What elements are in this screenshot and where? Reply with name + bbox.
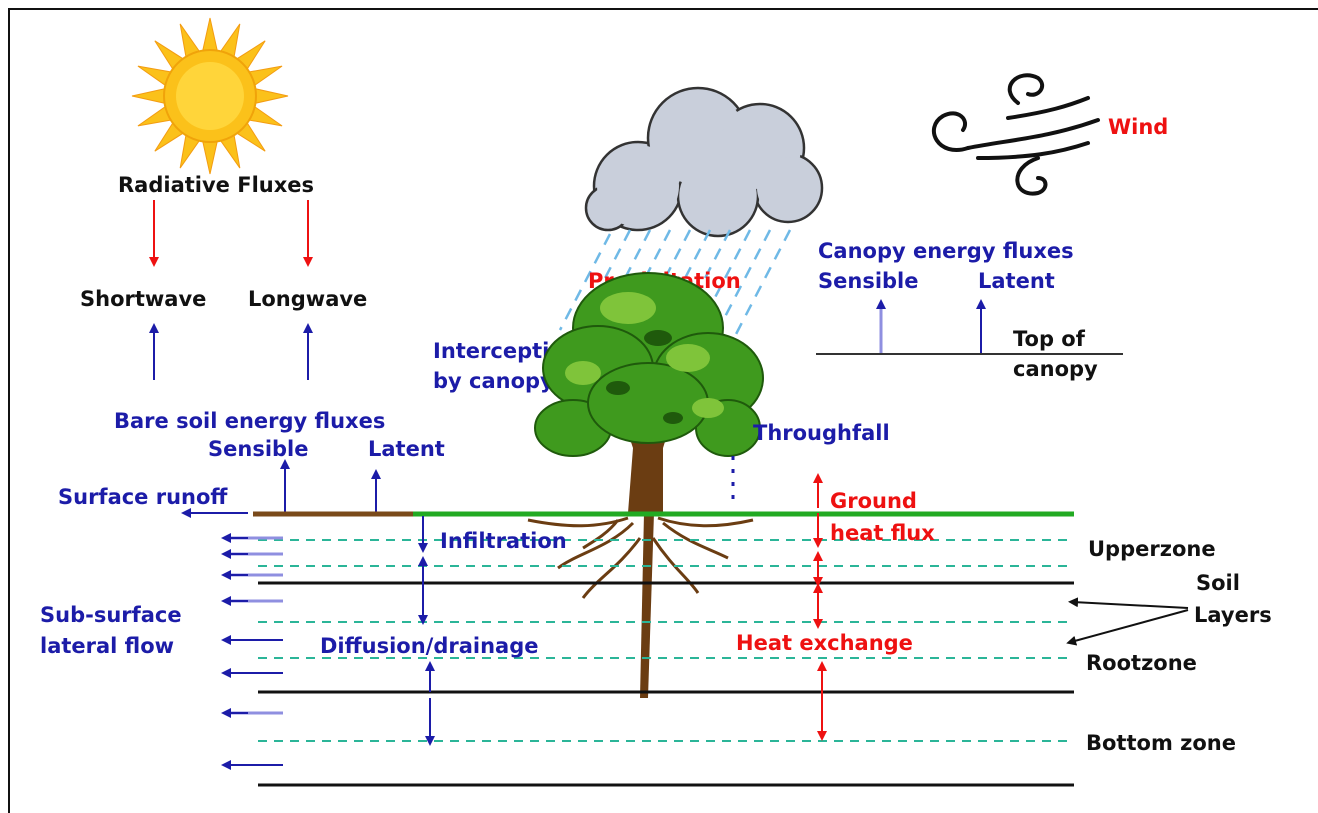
sun-icon	[131, 17, 289, 175]
top-of-label: Top of	[1013, 327, 1086, 351]
diffusion-drainage-label: Diffusion/drainage	[320, 634, 539, 658]
soil-layer-boundaries	[258, 539, 1074, 787]
diagram-frame: Radiative Fluxes Shortwave Longwave P	[8, 8, 1318, 813]
rain-icon	[558, 229, 792, 339]
bare-sensible-label: Sensible	[208, 437, 309, 461]
bare-soil-energy-fluxes-label: Bare soil energy fluxes	[114, 409, 385, 433]
layers-label: Layers	[1194, 603, 1272, 627]
canopy-sensible-label: Sensible	[818, 269, 919, 293]
heat-flux-arrows	[813, 473, 827, 741]
rootzone-label: Rootzone	[1086, 651, 1197, 675]
wind-icon	[931, 73, 1100, 196]
lateral-flow-arrows	[181, 508, 283, 770]
tree-icon	[527, 272, 764, 698]
land-surface-hydrology-diagram: Radiative Fluxes Shortwave Longwave P	[8, 8, 1318, 813]
throughfall-label: Throughfall	[753, 421, 890, 445]
interception-label-2: by canopy	[433, 369, 554, 393]
lateral-flow-label: lateral flow	[40, 634, 174, 658]
bottom-zone-label: Bottom zone	[1086, 731, 1236, 755]
heat-exchange-label: Heat exchange	[736, 631, 913, 655]
canopy-latent-label: Latent	[978, 269, 1055, 293]
heat-flux-label: heat flux	[830, 521, 935, 545]
upperzone-label: Upperzone	[1088, 537, 1216, 561]
shortwave-label: Shortwave	[80, 287, 206, 311]
longwave-label: Longwave	[248, 287, 367, 311]
infiltration-diffusion-arrows	[418, 516, 435, 746]
infiltration-label: Infiltration	[440, 529, 567, 553]
canopy-label: canopy	[1013, 357, 1098, 381]
bare-latent-label: Latent	[368, 437, 445, 461]
soil-label: Soil	[1196, 571, 1240, 595]
wind-label: Wind	[1108, 115, 1168, 139]
soil-layers-pointer-lower	[1066, 609, 1189, 646]
canopy-energy-fluxes-label: Canopy energy fluxes	[818, 239, 1074, 263]
sub-surface-label: Sub-surface	[40, 603, 182, 627]
radiative-fluxes-label: Radiative Fluxes	[118, 173, 314, 197]
ground-label: Ground	[830, 489, 917, 513]
soil-layers-pointer-upper	[1068, 597, 1189, 609]
surface-runoff-label: Surface runoff	[58, 485, 228, 509]
